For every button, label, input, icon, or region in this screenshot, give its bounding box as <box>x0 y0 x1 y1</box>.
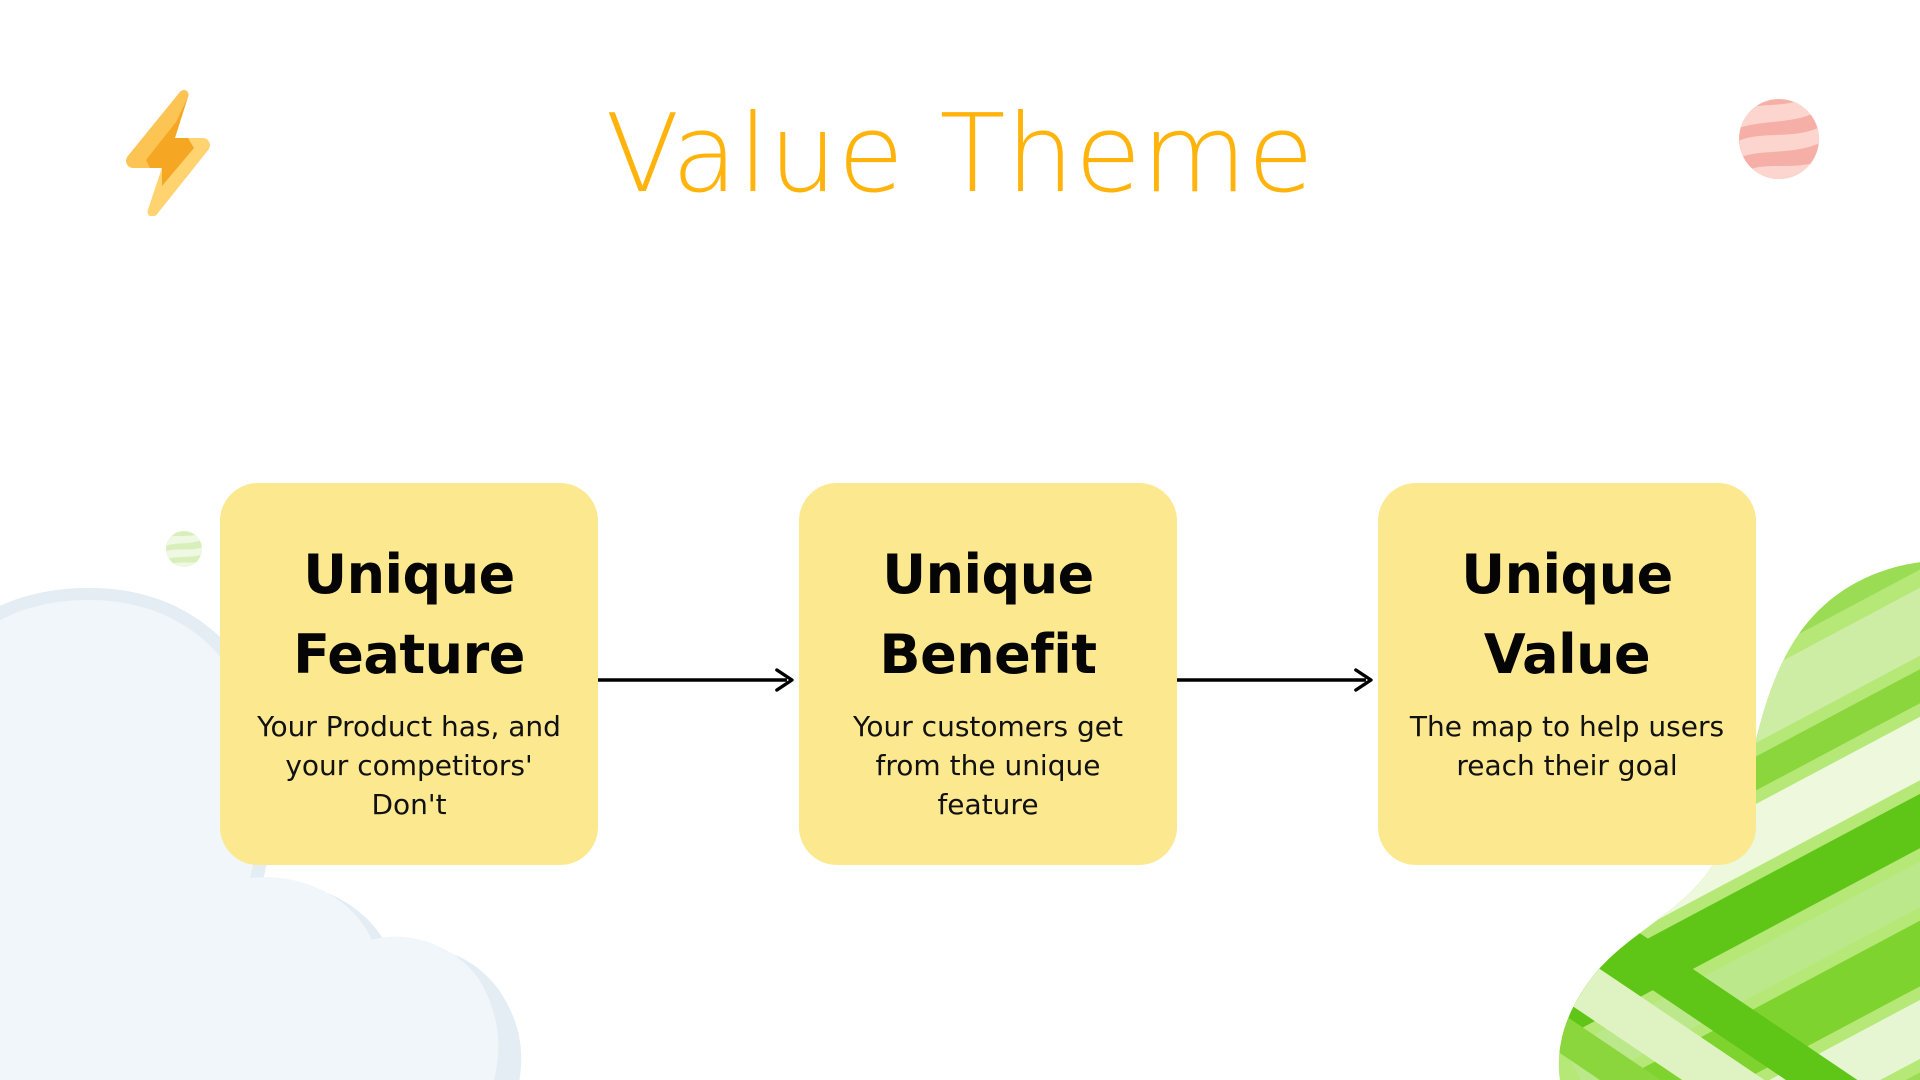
flow-card-unique-benefit[interactable]: Unique Benefit Your customers get from t… <box>799 483 1177 865</box>
page-title: Value Theme <box>605 92 1315 217</box>
arrow-feature-to-benefit <box>598 660 799 700</box>
value-flow-diagram: Unique Feature Your Product has, and you… <box>220 483 1756 865</box>
arrow-benefit-to-value <box>1177 660 1378 700</box>
green-planet <box>166 531 202 567</box>
card-heading: Unique Benefit <box>879 543 1097 686</box>
card-heading: Unique Value <box>1461 543 1673 686</box>
card-body: The map to help users reach their goal <box>1409 709 1725 782</box>
flow-card-unique-value[interactable]: Unique Value The map to help users reach… <box>1378 483 1756 865</box>
high-voltage-emoji <box>126 90 210 216</box>
card-body: Your customers get from the unique featu… <box>853 709 1123 822</box>
flow-card-unique-feature[interactable]: Unique Feature Your Product has, and you… <box>220 483 598 865</box>
card-heading: Unique Feature <box>293 543 525 686</box>
card-body: Your Product has, and your competitors' … <box>257 709 561 822</box>
